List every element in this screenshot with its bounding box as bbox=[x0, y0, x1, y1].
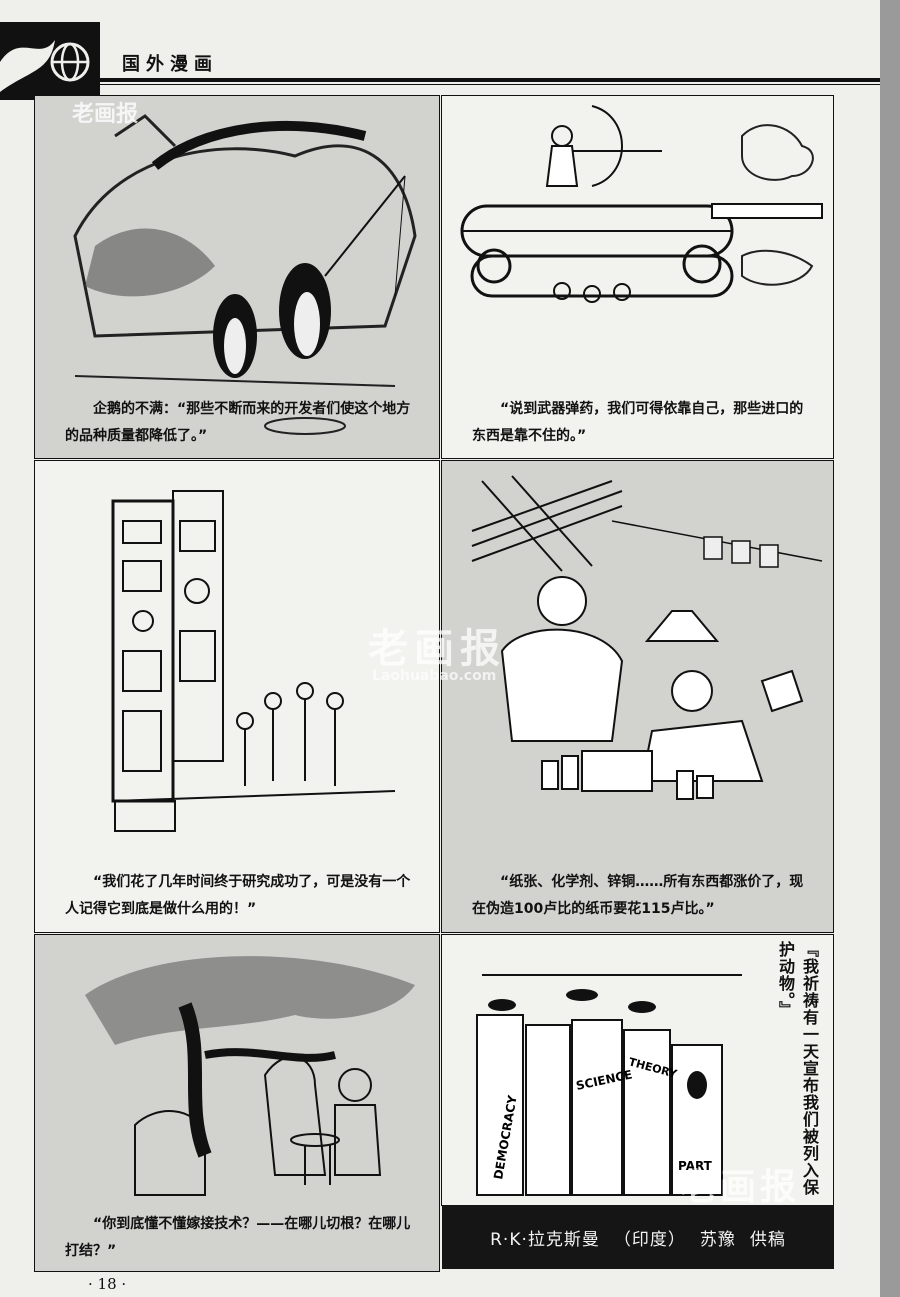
caption-tank-archer: “说到武器弹药，我们可得依靠自己，那些进口的东西是靠不住的。” bbox=[472, 401, 804, 444]
comic-panel-machine-tower: “我们花了几年时间终于研究成功了，可是没有一个人记得它到底是做什么用的！” bbox=[34, 460, 440, 933]
page-number: · 18 · bbox=[88, 1275, 127, 1293]
credit-bar: R·K·拉克斯曼 （印度） 苏豫 供稿 bbox=[442, 1205, 834, 1269]
credit-author: R·K·拉克斯曼 bbox=[490, 1229, 600, 1250]
credit-country: （印度） bbox=[613, 1229, 686, 1250]
watermark-top: 老画报 bbox=[72, 102, 139, 127]
globe-logo-icon bbox=[0, 22, 100, 100]
penguins-drawing bbox=[73, 114, 417, 435]
header-rule bbox=[100, 78, 890, 82]
caption-machine-tower: “我们花了几年时间终于研究成功了，可是没有一个人记得它到底是做什么用的！” bbox=[65, 874, 411, 917]
caption-grafting-tree: “你到底懂不懂嫁接技术？——在哪儿切根？在哪儿打结？” bbox=[65, 1216, 411, 1259]
comic-panel-bookworms: DEMOCRACY SCIENCE THEORY PART 『我祈祷有一天宣布我… bbox=[441, 934, 834, 1206]
comic-panel-grafting-tree: “你到底懂不懂嫁接技术？——在哪儿切根？在哪儿打结？” bbox=[34, 934, 440, 1272]
book-label-part: PART bbox=[678, 1159, 713, 1173]
machine-tower-drawing bbox=[111, 490, 396, 832]
header-rule-thin bbox=[100, 84, 890, 85]
bookworms-drawing: DEMOCRACY SCIENCE THEORY PART bbox=[476, 974, 742, 1196]
tank-archer-drawing bbox=[460, 105, 823, 303]
caption-penguins: 企鹅的不满：“那些不断而来的开发者们使这个地方的品种质量都降低了。” bbox=[65, 401, 411, 444]
credit-contributor: 苏豫 bbox=[699, 1229, 736, 1250]
grafting-tree-drawing bbox=[85, 956, 415, 1196]
watermark-center: 老画报 bbox=[368, 626, 506, 672]
credit-note: 供稿 bbox=[749, 1229, 786, 1250]
caption-bookworms: 『我祈祷有一天宣布我们被列入保护动物。』 bbox=[776, 941, 819, 1196]
counterfeit-drawing bbox=[471, 475, 823, 800]
comic-panel-penguins: 企鹅的不满：“那些不断而来的开发者们使这个地方的品种质量都降低了。” bbox=[34, 95, 440, 459]
watermark-url: Laohuabao.com bbox=[372, 668, 497, 684]
watermark-bottom: 老画报 bbox=[680, 1167, 801, 1208]
caption-counterfeit: “纸张、化学剂、锌铜……所有东西都涨价了，现在伪造100卢比的纸币要花115卢比… bbox=[472, 874, 804, 917]
section-title: 国外漫画 bbox=[122, 54, 218, 75]
scan-edge bbox=[880, 0, 900, 1297]
comic-panel-counterfeit: “纸张、化学剂、锌铜……所有东西都涨价了，现在伪造100卢比的纸币要花115卢比… bbox=[441, 460, 834, 933]
comic-panel-tank-archer: “说到武器弹药，我们可得依靠自己，那些进口的东西是靠不住的。” bbox=[441, 95, 834, 459]
